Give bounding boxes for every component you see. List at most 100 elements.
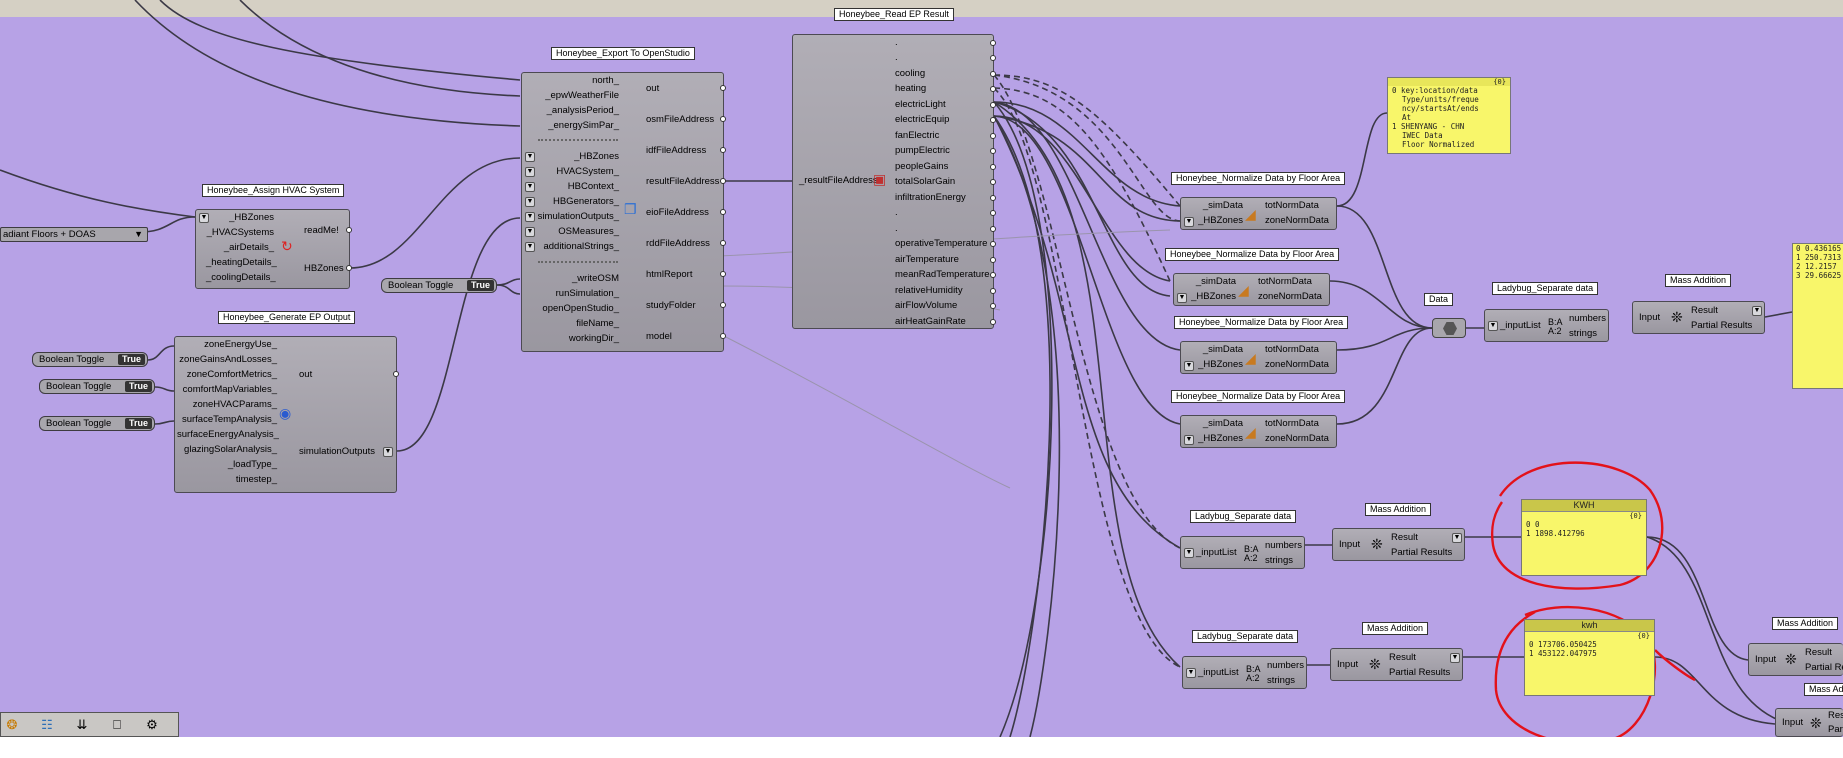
normalize-component-3[interactable]: ▼ _simData _HBZones ◢ totNormData zoneNo… — [1180, 341, 1337, 374]
assign-hvac-output-1[interactable]: HBZones — [304, 263, 344, 274]
normalize-input-0[interactable]: _simData — [1202, 344, 1243, 355]
normalize-output-1[interactable]: zoneNormData — [1265, 215, 1329, 226]
mass-output-0[interactable]: Res — [1828, 710, 1843, 721]
export-os-input-8[interactable]: simulationOutputs_ — [537, 211, 619, 222]
read-ep-output-9[interactable]: totalSolarGain — [895, 176, 956, 187]
separate-output-0[interactable]: numbers — [1267, 660, 1304, 671]
normalize-input-1[interactable]: _HBZones — [1191, 291, 1236, 302]
mass-output-0[interactable]: Result — [1389, 652, 1416, 663]
export-os-input-14[interactable]: fileName_ — [576, 318, 619, 329]
expand-arrow-icon[interactable]: ▼ — [1488, 321, 1498, 331]
export-os-input-5[interactable]: HVACSystem_ — [556, 166, 619, 177]
export-os-input-3[interactable]: _energySimPar_ — [548, 120, 619, 131]
generate-ep-input-9[interactable]: timestep_ — [235, 474, 277, 485]
normalize-output-1[interactable]: zoneNormData — [1265, 433, 1329, 444]
read-ep-input[interactable]: _resultFileAddress — [799, 175, 878, 186]
export-os-output-2[interactable]: idfFileAddress — [646, 145, 707, 156]
mass-output-0[interactable]: Result — [1391, 532, 1418, 543]
export-os-out-port-3[interactable] — [720, 178, 726, 184]
normalize-component-2[interactable]: ▼ _simData _HBZones ◢ totNormData zoneNo… — [1173, 273, 1330, 306]
mass-input[interactable]: Input — [1755, 654, 1777, 665]
expand-arrow-icon[interactable]: ▼ — [525, 227, 535, 237]
normalize-input-0[interactable]: _simData — [1202, 200, 1243, 211]
assign-hvac-input-1[interactable]: _HVACSystems — [206, 227, 274, 238]
trash-icon[interactable]: ⎕ — [113, 717, 121, 732]
normalize-output-1[interactable]: zoneNormData — [1258, 291, 1322, 302]
export-os-out-port-5[interactable] — [720, 240, 726, 246]
read-ep-out-port[interactable] — [990, 303, 996, 309]
read-ep-out-port[interactable] — [990, 148, 996, 154]
mass-input[interactable]: Input — [1639, 312, 1661, 323]
expand-arrow-icon[interactable]: ▼ — [525, 242, 535, 252]
read-ep-out-port[interactable] — [990, 102, 996, 108]
expand-arrow-icon[interactable]: ▼ — [525, 212, 535, 222]
generate-ep-out-port-0[interactable] — [393, 371, 399, 377]
separate-output-1[interactable]: strings — [1265, 555, 1293, 566]
normalize-output-0[interactable]: totNormData — [1265, 200, 1319, 211]
expand-arrow-icon[interactable]: ▼ — [1184, 548, 1194, 558]
export-os-output-8[interactable]: model — [646, 331, 672, 342]
generate-ep-input-0[interactable]: zoneEnergyUse_ — [204, 339, 277, 350]
read-ep-out-port[interactable] — [990, 117, 996, 123]
read-ep-out-port[interactable] — [990, 179, 996, 185]
assign-hvac-output-0[interactable]: readMe! — [304, 225, 339, 236]
assign-hvac-input-4[interactable]: _coolingDetails_ — [206, 272, 276, 283]
assign-hvac-input-3[interactable]: _heatingDetails_ — [206, 257, 277, 268]
expand-arrow-icon[interactable]: ▼ — [1184, 435, 1194, 445]
read-ep-output-16[interactable]: relativeHumidity — [895, 285, 963, 296]
export-os-input-0[interactable]: north_ — [592, 75, 619, 86]
normalize-output-0[interactable]: totNormData — [1265, 344, 1319, 355]
read-ep-output-10[interactable]: infiltrationEnergy — [895, 192, 966, 203]
expand-arrow-icon[interactable]: ▼ — [1184, 217, 1194, 227]
expand-arrow-icon[interactable]: ▼ — [1186, 668, 1196, 678]
expand-arrow-icon[interactable]: ▼ — [1177, 293, 1187, 303]
normalize-output-0[interactable]: totNormData — [1258, 276, 1312, 287]
data-param[interactable] — [1432, 318, 1466, 338]
export-os-output-3[interactable]: resultFileAddress — [646, 176, 720, 187]
generate-ep-input-4[interactable]: zoneHVACParams_ — [192, 399, 277, 410]
export-os-output-0[interactable]: out — [646, 83, 660, 94]
assign-hvac-out-port-0[interactable] — [346, 227, 352, 233]
export-os-input-10[interactable]: additionalStrings_ — [543, 241, 619, 252]
toggle-value[interactable]: True — [124, 418, 152, 429]
expand-arrow-icon[interactable]: ▼ — [525, 182, 535, 192]
normalize-input-0[interactable]: _simData — [1195, 276, 1236, 287]
export-os-input-11[interactable]: _writeOSM — [572, 273, 619, 284]
panel-normalized-header[interactable]: {0} 0 key:location/data Type/units/frequ… — [1387, 77, 1511, 154]
expand-arrow-icon[interactable]: ▼ — [1450, 653, 1460, 663]
normalize-input-1[interactable]: _HBZones — [1198, 215, 1243, 226]
panel-kwh-2[interactable]: kwh {0} 0 173706.050425 1 453122.047975 — [1524, 619, 1655, 696]
read-ep-output-13[interactable]: operativeTemperature — [895, 238, 988, 249]
mass-output-0[interactable]: Result — [1805, 647, 1832, 658]
normalize-input-0[interactable]: _simData — [1202, 418, 1243, 429]
export-os-out-port-2[interactable] — [720, 147, 726, 153]
export-os-input-9[interactable]: OSMeasures_ — [558, 226, 619, 237]
export-os-component[interactable]: north_ _epwWeatherFile _analysisPeriod_ … — [521, 72, 726, 352]
read-ep-out-port[interactable] — [990, 257, 996, 263]
toggle-value[interactable]: True — [466, 280, 494, 291]
export-os-out-port-7[interactable] — [720, 302, 726, 308]
export-os-input-1[interactable]: _epwWeatherFile — [545, 90, 619, 101]
separate-output-1[interactable]: strings — [1267, 675, 1295, 686]
export-os-input-4[interactable]: _HBZones — [574, 151, 619, 162]
read-ep-output-8[interactable]: peopleGains — [895, 161, 949, 172]
read-ep-out-port[interactable] — [990, 319, 996, 325]
ladybug-icon[interactable]: ❂ — [6, 717, 18, 732]
read-ep-out-port[interactable] — [990, 86, 996, 92]
export-os-output-1[interactable]: osmFileAddress — [646, 114, 715, 125]
mass-input[interactable]: Input — [1339, 539, 1361, 550]
normalize-input-1[interactable]: _HBZones — [1198, 359, 1243, 370]
export-os-out-port-8[interactable] — [720, 333, 726, 339]
export-os-input-7[interactable]: HBGenerators_ — [552, 196, 619, 207]
read-ep-output-14[interactable]: airTemperature — [895, 254, 959, 265]
export-os-out-port-4[interactable] — [720, 209, 726, 215]
mass-input[interactable]: Input — [1782, 717, 1804, 728]
download-icon[interactable]: ⇊ — [76, 717, 88, 732]
python-icon[interactable]: ☷ — [41, 717, 53, 732]
separate-output-0[interactable]: numbers — [1569, 313, 1606, 324]
expand-arrow-icon[interactable]: ▼ — [383, 447, 393, 457]
generate-ep-input-2[interactable]: zoneComfortMetrics_ — [186, 369, 277, 380]
mass-input[interactable]: Input — [1337, 659, 1359, 670]
